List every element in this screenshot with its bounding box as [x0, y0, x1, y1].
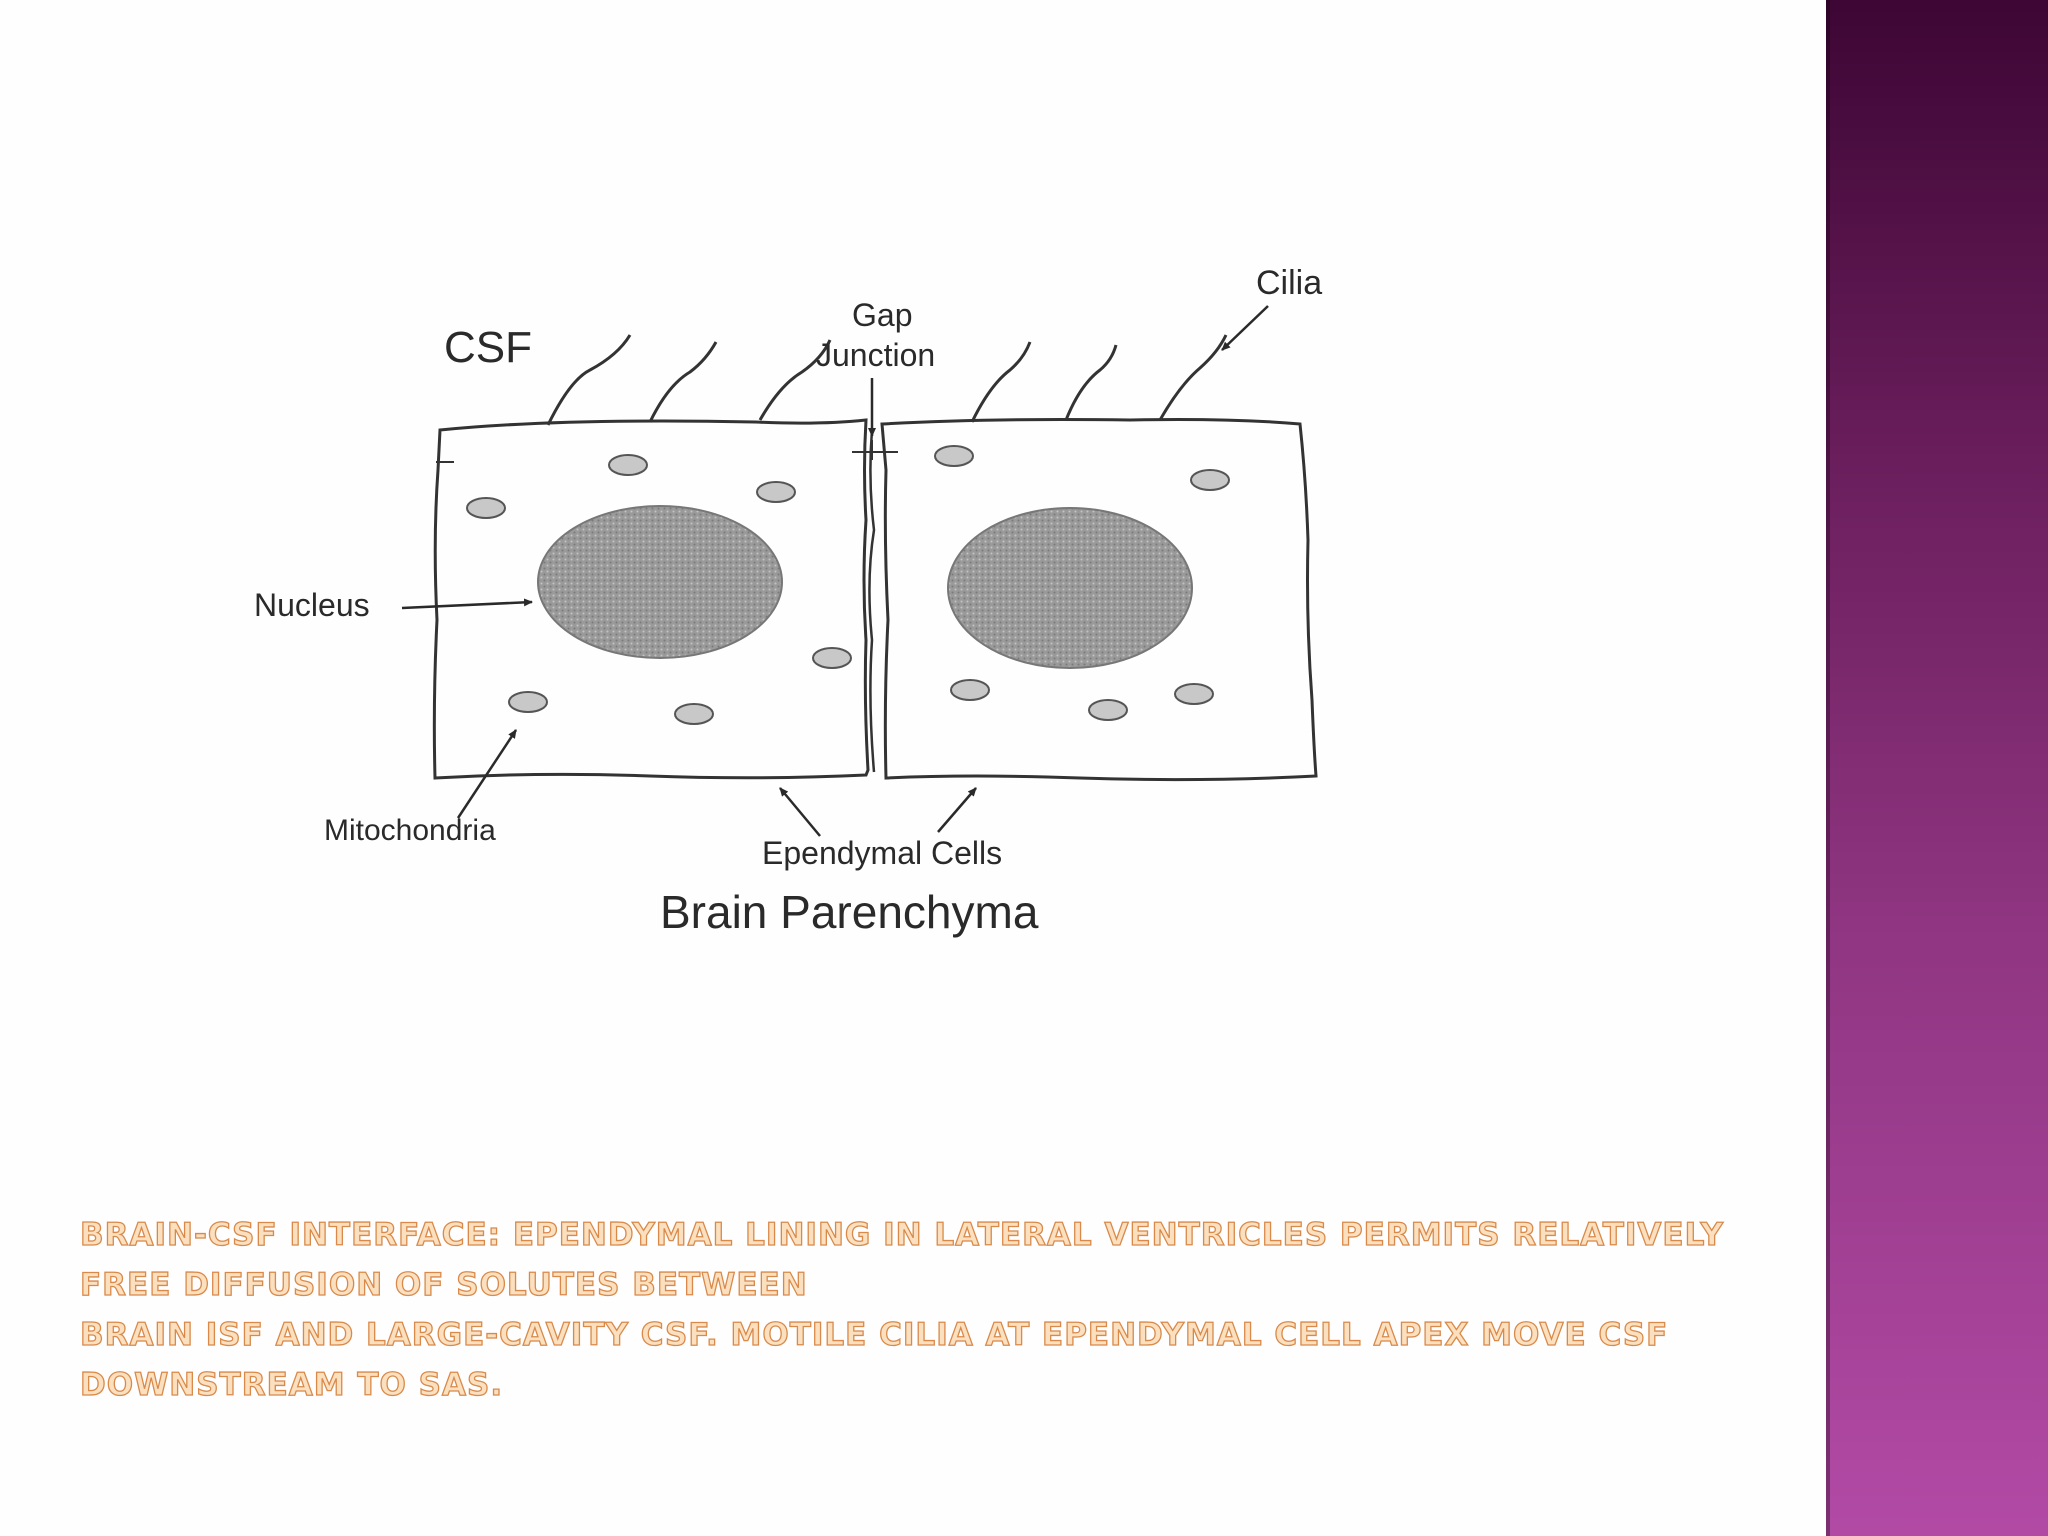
nucleus-right	[947, 507, 1193, 669]
diagram-svg: CSF Gap Junction Cilia Nucleus Mitochond…	[254, 264, 1322, 938]
brain-parenchyma-label: Brain Parenchyma	[660, 886, 1039, 938]
nucleus-left	[537, 505, 783, 659]
mitochondria-left	[466, 454, 852, 725]
nucleus-label: Nucleus	[254, 587, 370, 623]
cilium	[758, 339, 832, 421]
gap-junction-marks	[436, 440, 898, 463]
mitochondria-right	[934, 445, 1230, 721]
mitochondria-label: Mitochondria	[324, 814, 496, 847]
ependymal-arrow-left	[779, 787, 821, 837]
cilia-arrow	[1221, 305, 1269, 351]
nucleus-arrow	[401, 598, 533, 610]
cilium	[1158, 334, 1228, 421]
slide: CSF Gap Junction Cilia Nucleus Mitochond…	[79, 264, 1760, 1410]
cilium	[1064, 344, 1118, 421]
mitochondria-arrow	[456, 729, 518, 819]
ependymal-arrow-right	[937, 787, 977, 833]
ependymal-cells-label: Ependymal Cells	[762, 835, 1002, 871]
slide-caption: Brain-CSF interface: Ependymal lining in…	[79, 1210, 1760, 1410]
cilium	[648, 341, 718, 423]
gap-junction-membrane	[868, 429, 876, 773]
caption-line-2: brain ISF and large-cavity CSF. Motile c…	[79, 1316, 1669, 1403]
ependymal-cell-diagram: CSF Gap Junction Cilia Nucleus Mitochond…	[254, 264, 1322, 938]
gap-junction-label-line1: Gap	[852, 297, 912, 333]
right-cell-outline	[880, 418, 1318, 782]
caption-line-1: Brain-CSF interface: Ependymal lining in…	[79, 1216, 1724, 1303]
gap-junction-label-line2: Junction	[816, 337, 935, 373]
left-cell-outline	[432, 418, 870, 780]
cilia-label: Cilia	[1256, 264, 1322, 302]
csf-label: CSF	[444, 323, 532, 372]
cilium	[970, 341, 1032, 423]
decorative-sidebar	[1826, 0, 2048, 1536]
cilium	[546, 334, 632, 426]
